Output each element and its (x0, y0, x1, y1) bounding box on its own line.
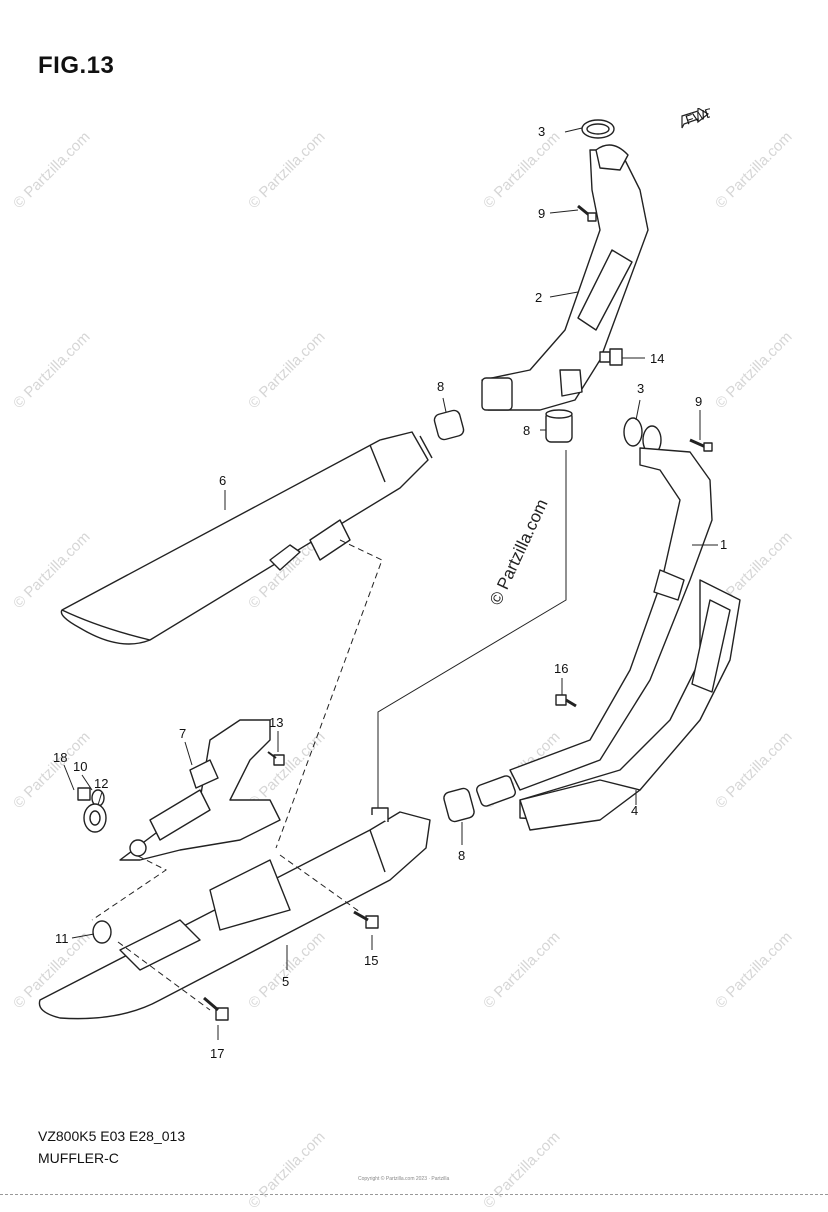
callout-6[interactable]: 6 (219, 473, 226, 488)
callout-8-mid[interactable]: 8 (523, 423, 530, 438)
section-name: MUFFLER-C (38, 1150, 119, 1166)
part-5-lower-muffler[interactable] (38, 807, 431, 1020)
part-9-bolt-right[interactable] (689, 438, 713, 452)
figure-title: FIG.13 (38, 52, 115, 79)
callout-13[interactable]: 13 (269, 715, 283, 730)
part-8-sleeve-left[interactable] (433, 409, 465, 441)
part-17-bolt[interactable] (203, 996, 229, 1021)
callout-15[interactable]: 15 (364, 953, 378, 968)
part-6-upper-muffler[interactable] (60, 431, 433, 645)
part-12-grommet[interactable] (83, 803, 107, 833)
callout-14[interactable]: 14 (650, 351, 664, 366)
forward-arrow-icon: FWD (681, 108, 710, 129)
callout-5[interactable]: 5 (282, 974, 289, 989)
copyright-notice: Copyright © Partzilla.com 2023 · Partzil… (358, 1176, 450, 1182)
part-14-bolt[interactable] (599, 348, 623, 366)
callout-labels: 3 9 2 14 8 8 3 9 6 1 16 7 13 18 10 12 4 … (53, 124, 727, 1061)
part-4-heat-shield[interactable] (519, 579, 741, 831)
model-code: VZ800K5 E03 E28_013 (38, 1128, 186, 1144)
callout-1[interactable]: 1 (720, 537, 727, 552)
part-8-sleeve-mid[interactable] (545, 409, 573, 443)
part-18-nut[interactable] (77, 787, 91, 801)
part-7-bracket[interactable] (119, 719, 281, 861)
callout-9-right[interactable]: 9 (695, 394, 702, 409)
callout-12[interactable]: 12 (94, 776, 108, 791)
callout-17[interactable]: 17 (210, 1046, 224, 1061)
part-8-sleeve-lower[interactable] (443, 787, 476, 823)
callout-4[interactable]: 4 (631, 803, 638, 818)
part-9-bolt-top[interactable] (577, 204, 597, 222)
callout-10[interactable]: 10 (73, 759, 87, 774)
part-11-grommet[interactable] (92, 920, 112, 944)
callout-7[interactable]: 7 (179, 726, 186, 741)
part-16-bolt[interactable] (555, 694, 577, 708)
part-3-gasket-right[interactable] (623, 417, 662, 455)
callout-9-top[interactable]: 9 (538, 206, 545, 221)
callout-18[interactable]: 18 (53, 750, 67, 765)
part-15-bolt[interactable] (353, 910, 379, 929)
part-13-bolt[interactable] (267, 751, 285, 766)
callout-16[interactable]: 16 (554, 661, 568, 676)
callout-2[interactable]: 2 (535, 290, 542, 305)
leader-lines (63, 127, 718, 1040)
part-2-front-exhaust-pipe[interactable] (481, 144, 649, 411)
part-1-rear-exhaust-pipe[interactable] (475, 447, 713, 807)
callout-8-left[interactable]: 8 (437, 379, 444, 394)
callout-3-right[interactable]: 3 (637, 381, 644, 396)
callout-3-top[interactable]: 3 (538, 124, 545, 139)
callout-8-lower[interactable]: 8 (458, 848, 465, 863)
part-3-gasket-top[interactable] (581, 119, 615, 139)
page-bottom-border (0, 1194, 828, 1195)
callout-11[interactable]: 11 (55, 931, 69, 946)
